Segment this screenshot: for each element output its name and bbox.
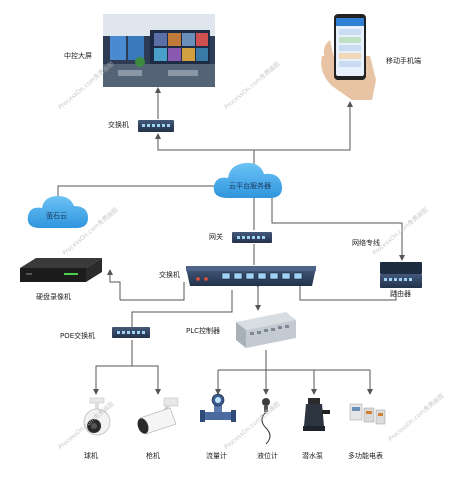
cloud-server-icon	[213, 162, 283, 198]
line-switch-to-nvr	[107, 269, 121, 300]
plc-icon	[236, 312, 296, 348]
dome-camera-icon	[83, 397, 111, 436]
gateway-label: 网关	[209, 233, 223, 241]
flowmeter-label: 流量计	[206, 452, 227, 460]
poe-switch-label: POE交换机	[60, 332, 96, 340]
hikvision-cloud-icon	[27, 196, 88, 228]
line-hik-to-cloud	[57, 183, 227, 200]
line-cloud-to-top-switch	[155, 133, 255, 170]
line-dedicated-to-router	[271, 196, 405, 261]
power-meter-label: 多功能电表	[348, 452, 383, 460]
hand-holding-phone-icon	[321, 14, 376, 100]
line-poe-to-bullet	[132, 365, 161, 395]
poe-switch-icon	[112, 327, 150, 338]
line-switch-to-nvr-b	[120, 282, 185, 301]
router-label: 路由器	[390, 290, 411, 298]
core-switch-label: 交换机	[159, 271, 180, 279]
router-icon	[380, 262, 422, 288]
level-meter-label: 液位计	[257, 452, 278, 460]
bullet-camera-icon	[137, 397, 179, 435]
connection-lines	[57, 87, 405, 395]
top-switch-icon	[138, 120, 174, 132]
control-screen-label: 中控大屏	[64, 52, 92, 60]
dome-camera-label: 球机	[84, 452, 98, 460]
bullet-camera-label: 枪机	[146, 452, 160, 460]
control-room-screen-icon	[103, 14, 215, 87]
mobile-phone-label: 移动手机端	[386, 57, 421, 65]
core-switch-icon	[186, 266, 316, 286]
top-switch-label: 交换机	[108, 121, 129, 129]
line-poe-bus	[93, 340, 133, 395]
submersible-pump-icon	[303, 398, 330, 431]
cloud-server-label: 云平台服务器	[229, 182, 271, 190]
gateway-switch-icon	[232, 232, 272, 243]
line-cloud-to-mobile	[254, 101, 353, 151]
pump-label: 潜水泵	[302, 452, 323, 460]
hikvision-cloud-label: 萤石云	[46, 212, 67, 220]
level-gauge-icon	[261, 398, 271, 445]
plc-label: PLC控制器	[186, 327, 221, 335]
nvr-icon	[20, 258, 102, 282]
network-line-label: 网络专线	[352, 239, 380, 247]
power-meter-icon	[349, 403, 386, 425]
line-switch-to-router	[299, 282, 397, 301]
flowmeter-icon	[200, 393, 236, 422]
line-switch-to-poe	[131, 290, 233, 327]
nvr-label: 硬盘录像机	[36, 293, 71, 301]
